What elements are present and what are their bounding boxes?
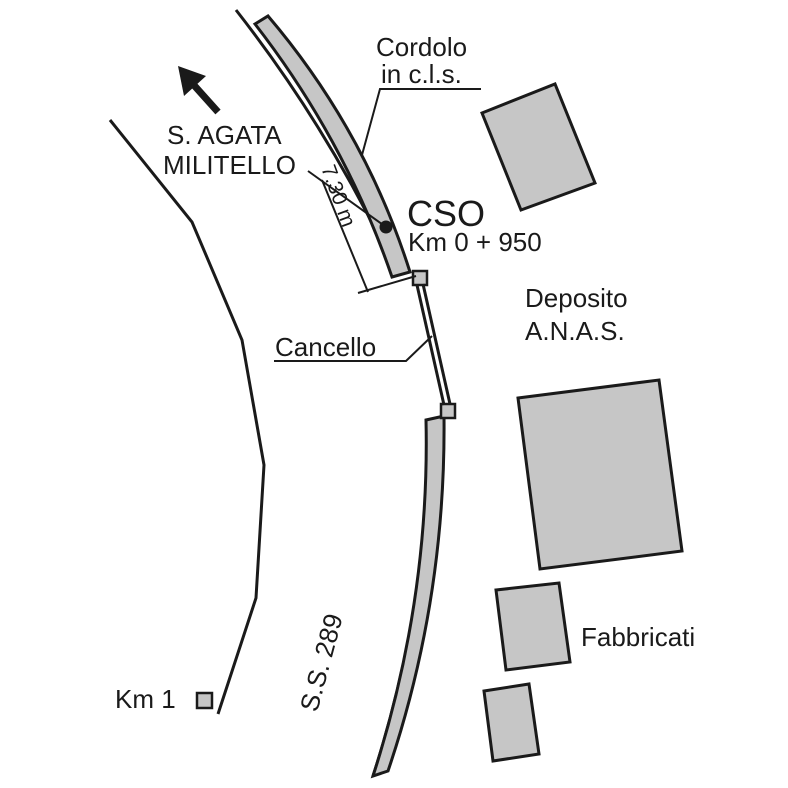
- km-marker-square: [195, 691, 214, 710]
- curb-label-line2: in c.l.s.: [381, 59, 462, 89]
- road-label: S.S. 289: [294, 610, 349, 714]
- direction-label-line2: MILITELLO: [163, 150, 296, 180]
- buildings-label: Fabbricati: [581, 622, 695, 652]
- depot-building: [516, 378, 684, 571]
- road-edge-left: [108, 119, 266, 715]
- direction-label-line1: S. AGATA: [167, 120, 282, 150]
- gate-post-lower: [439, 402, 457, 420]
- gate-line-a: [415, 284, 446, 406]
- gate-label: Cancello: [275, 332, 376, 362]
- curb-label-line1: Cordolo: [376, 32, 467, 62]
- gate-line-b: [421, 283, 452, 405]
- km-marker-label: Km 1: [115, 684, 176, 714]
- curb-label-leader: [361, 88, 481, 156]
- direction-arrow-shaft: [189, 80, 221, 115]
- depot-label-line2: A.N.A.S.: [525, 316, 625, 346]
- building-top: [480, 82, 597, 212]
- building-fabbricati-lower: [482, 682, 541, 763]
- curb-upper: [252, 14, 412, 279]
- depot-label-line1: Deposito: [525, 283, 628, 313]
- site-km-label: Km 0 + 950: [408, 227, 542, 257]
- dimension-extension-top: [307, 170, 387, 228]
- dimension-line: [321, 179, 369, 293]
- curb-lower: [370, 414, 446, 779]
- direction-arrow-icon: [178, 66, 206, 96]
- gate-post-upper: [411, 269, 429, 287]
- building-fabbricati-upper: [494, 581, 572, 672]
- site-code-label: CSO: [407, 193, 485, 234]
- gate-label-leader: [274, 335, 433, 362]
